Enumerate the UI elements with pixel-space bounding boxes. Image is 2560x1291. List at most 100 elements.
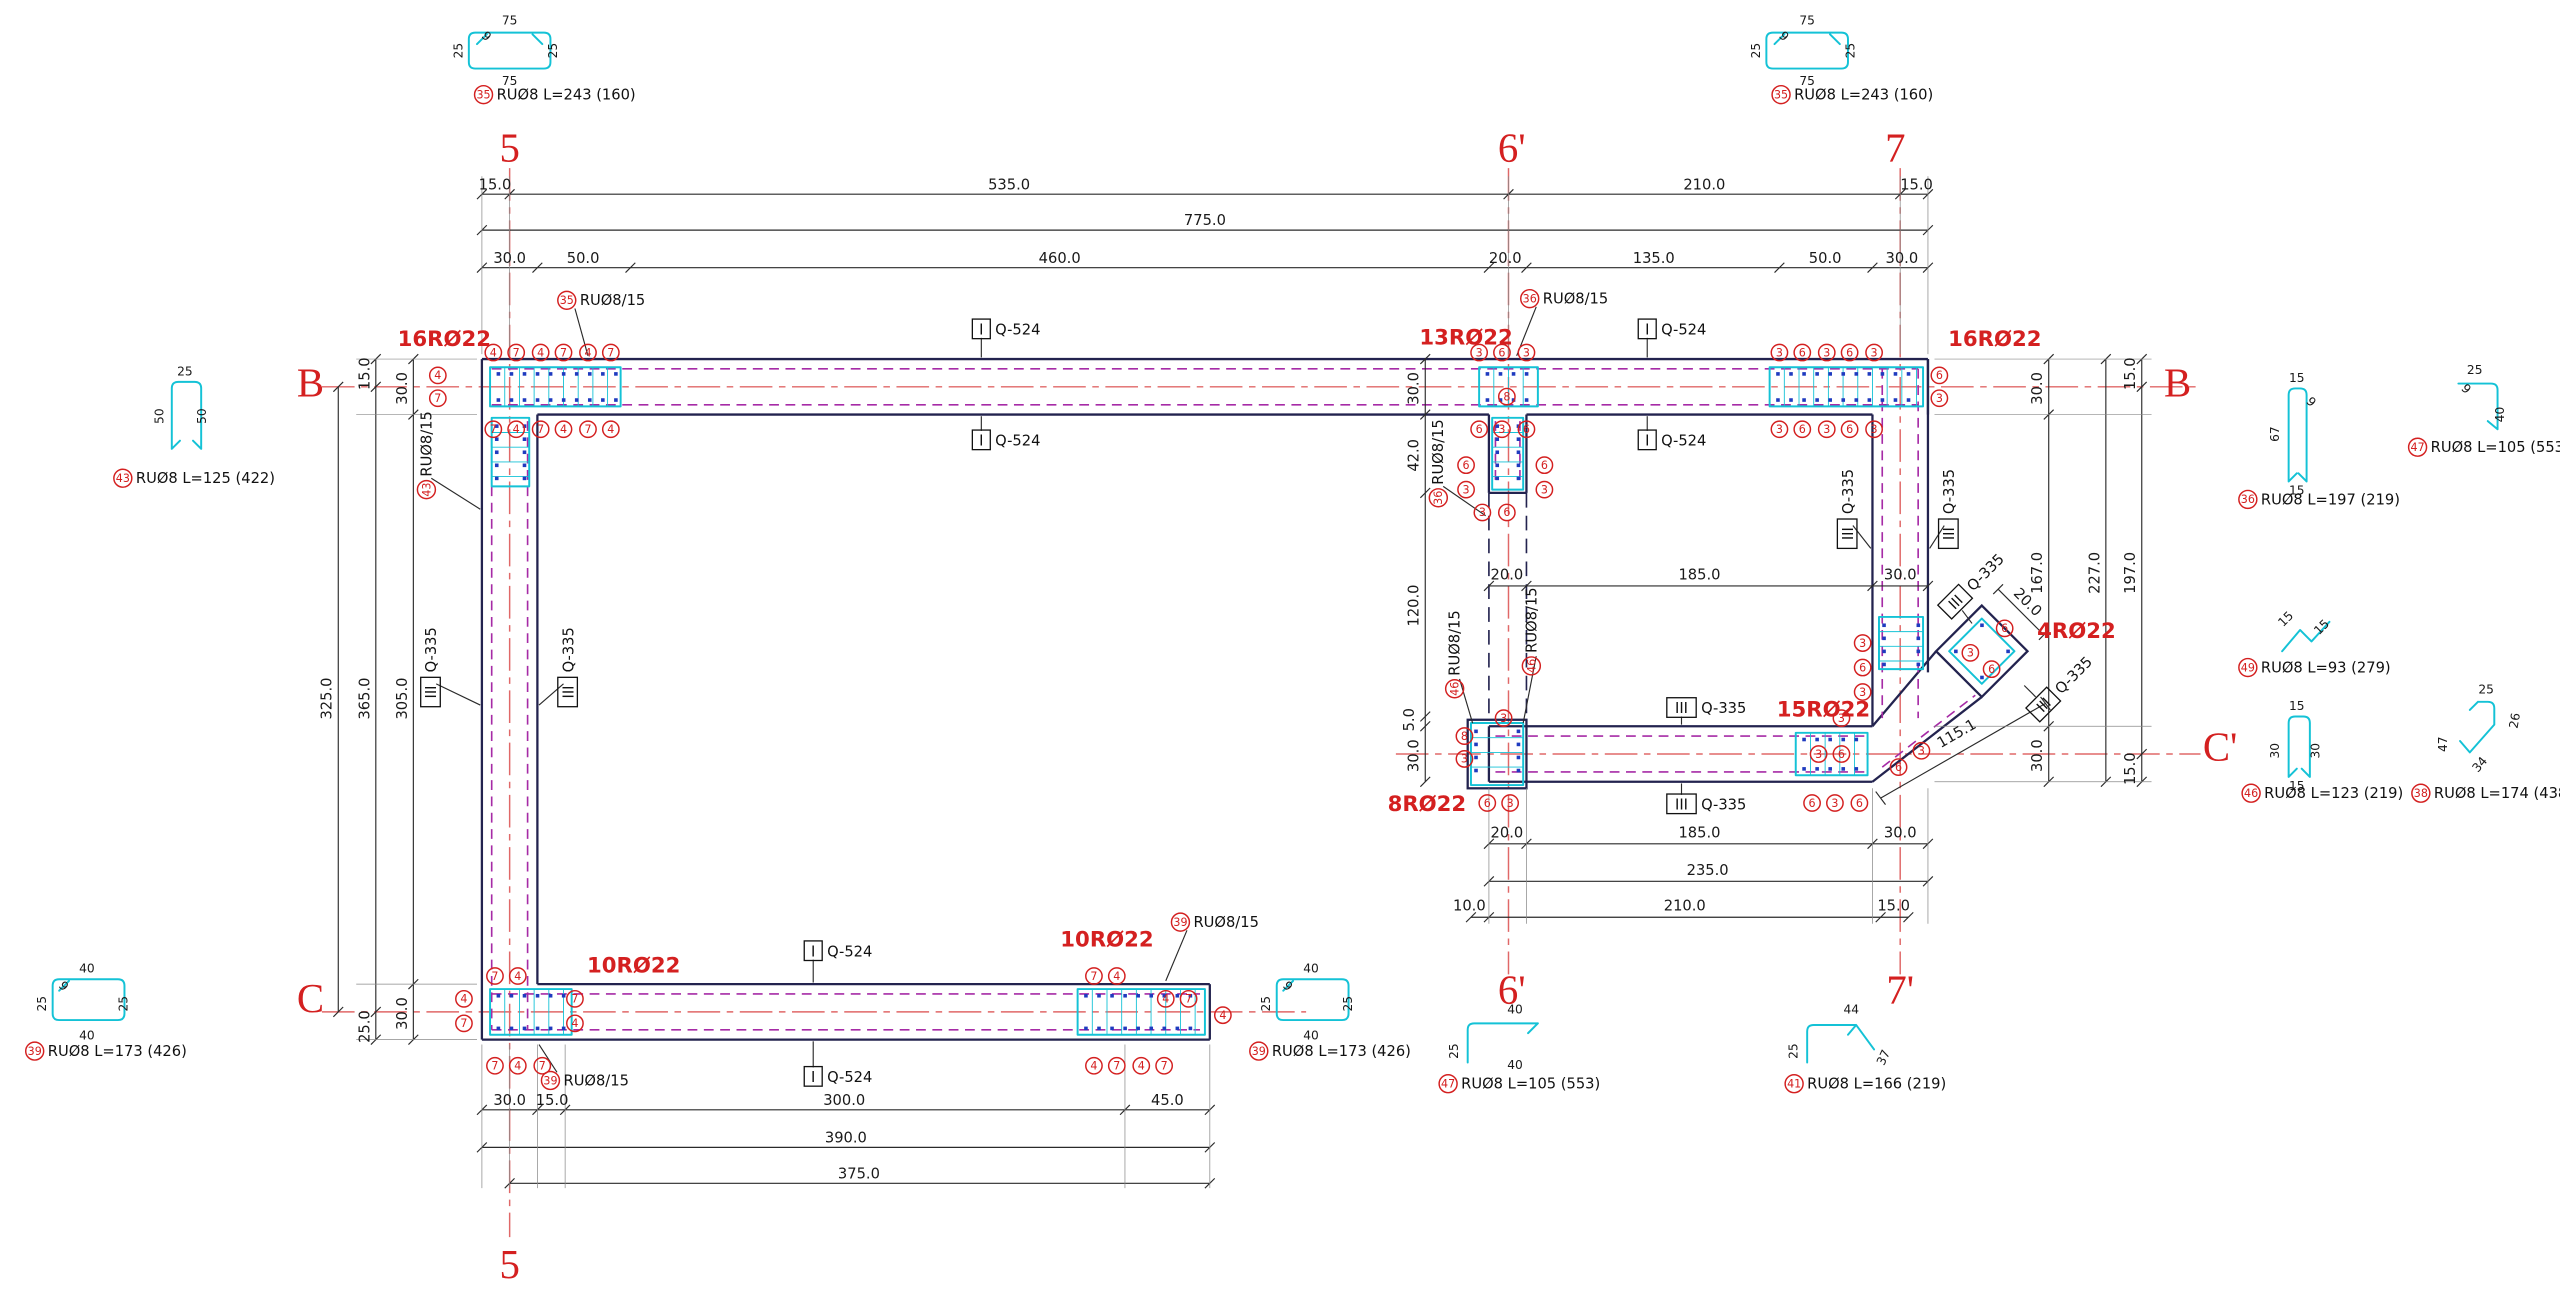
rebar-dot: [496, 372, 501, 376]
rebar-callout-circle: [1817, 343, 1836, 362]
mesh-tag-label: Q-335: [423, 627, 440, 672]
rebar-callout-circle: [484, 343, 503, 362]
rebar-dot: [1495, 450, 1500, 455]
rebar-callout-circle: [1535, 480, 1554, 499]
dimension-tick: [1521, 580, 1532, 592]
dimension-text: 460.0: [1039, 250, 1081, 267]
rebar-callout-number: 6: [1859, 661, 1866, 674]
mesh-tag-box: [1836, 518, 1858, 550]
dimension-tick: [370, 381, 382, 393]
rebar-dot: [1162, 1026, 1167, 1031]
wall-edge: [1871, 696, 1983, 783]
detail-number-circle: [1771, 84, 1791, 105]
rebar-callout-circle: [1850, 794, 1869, 812]
stirrup-tag-number: 36: [1432, 491, 1445, 505]
dimension-text: 390.0: [825, 1129, 867, 1146]
rebar-callout-number: 4: [514, 970, 521, 983]
rebar-callout-circle: [484, 420, 503, 439]
rebar-callout-circle: [1494, 709, 1513, 728]
leader-line: [2023, 685, 2037, 698]
leader-line: [1165, 930, 1188, 982]
rebar-dot: [1841, 767, 1846, 771]
stirrup-tag-number: 46: [1449, 682, 1462, 696]
detail-number-circle: [2411, 783, 2431, 803]
rebar-callout-number: 7: [537, 423, 544, 436]
detail-number: 43: [116, 472, 130, 485]
rebar-dot: [1789, 372, 1793, 376]
mesh-tag-box: [1936, 583, 1974, 620]
rebar-dot: [1516, 768, 1521, 773]
rebar-dot: [1906, 398, 1911, 402]
bar-shape-detail: [2287, 715, 2311, 778]
rebar-callout-circle: [486, 1056, 504, 1075]
rebar-dot: [548, 372, 553, 376]
grid-axis-label: 7': [1886, 968, 1914, 1013]
dimension-tick: [1419, 720, 1431, 732]
detail-number-circle: [1249, 1041, 1269, 1061]
rebar-dot: [1854, 767, 1859, 771]
stirrup-tag-circle: [1428, 488, 1449, 508]
dimension-tick: [370, 1006, 382, 1018]
rebar-callout-circle: [1817, 420, 1836, 439]
wall-end-block: [1466, 718, 1528, 790]
rebar-count-label: 13RØ22: [1419, 325, 1512, 350]
grid-axis-label: C: [297, 976, 324, 1021]
rebar-dot: [1516, 476, 1521, 481]
rebar-callout-circle: [1853, 683, 1872, 701]
detail-dimension-text: 75: [502, 74, 518, 88]
mesh-tag-roman: I: [811, 943, 815, 960]
dimension-tick: [1867, 580, 1878, 592]
detail-number-circle: [473, 84, 494, 105]
dimension-tick: [1483, 262, 1495, 273]
detail-dimension-text: 40: [79, 1029, 95, 1043]
dimension-tick: [1483, 580, 1495, 592]
dimension-tick: [1465, 911, 1477, 923]
dimension-text: 5.0: [1401, 708, 1418, 731]
dimension-text: 305.0: [394, 678, 411, 720]
rebar-callout-circle: [1840, 420, 1859, 439]
rebar-callout-number: 4: [537, 346, 544, 359]
stirrup-tag-label: RUØ8/15: [1447, 610, 1464, 675]
rebar-callout-number: 3: [1776, 346, 1783, 359]
rebar-callout-circle: [1809, 745, 1828, 763]
dimension-text: 185.0: [1678, 824, 1720, 841]
mesh-tag-label: Q-335: [1701, 797, 1746, 814]
detail-dimension-text: 75: [502, 13, 518, 27]
stirrup-zone: [490, 416, 531, 488]
rebar-callout-circle: [1853, 658, 1872, 677]
rebar-dot: [1175, 1026, 1180, 1031]
dimension-text: 30.0: [2029, 372, 2046, 405]
dimension-text: 227.0: [2086, 552, 2103, 594]
dimension-text: 30.0: [493, 1092, 526, 1109]
rebar-callout-number: 4: [584, 346, 591, 359]
rebar-callout-circle: [1470, 420, 1489, 439]
detail-dimension-text: 9: [1776, 29, 1791, 44]
mesh-tag-label: Q-524: [995, 322, 1040, 339]
rebar-callout-number: 7: [490, 423, 497, 436]
rebar-callout-number: 6: [1463, 459, 1470, 472]
rebar-dot: [1084, 1026, 1088, 1031]
rebar-callout-circle: [1493, 343, 1511, 362]
rebar-callout-number: 7: [539, 1060, 546, 1073]
detail-label: RUØ8 L=123 (219): [2264, 785, 2403, 802]
rebar-callout-circle: [1930, 366, 1949, 385]
rebar-callout-circle: [1840, 343, 1859, 362]
rebar-callout-number: 6: [1846, 346, 1853, 359]
stirrup-tag-circle: [557, 290, 577, 311]
stirrup-zone: [1948, 617, 2016, 685]
stirrup-tag-number: 36: [1523, 293, 1537, 306]
rebar-count-label: 10RØ22: [1060, 928, 1153, 953]
rebar-dot: [1841, 737, 1846, 742]
detail-number: 35: [1774, 88, 1788, 101]
detail-dimension-text: 25: [35, 996, 49, 1012]
stirrup-tag: 46 RUØ8/15: [1444, 610, 1465, 699]
rebar-callout-circle: [428, 366, 447, 385]
rebar-callout-number: 3: [1823, 346, 1830, 359]
rebar-dot: [535, 993, 540, 998]
mesh-tag-roman: I: [979, 433, 983, 450]
dimension-text: 30.0: [394, 997, 411, 1030]
dimension-tick: [332, 1006, 344, 1018]
